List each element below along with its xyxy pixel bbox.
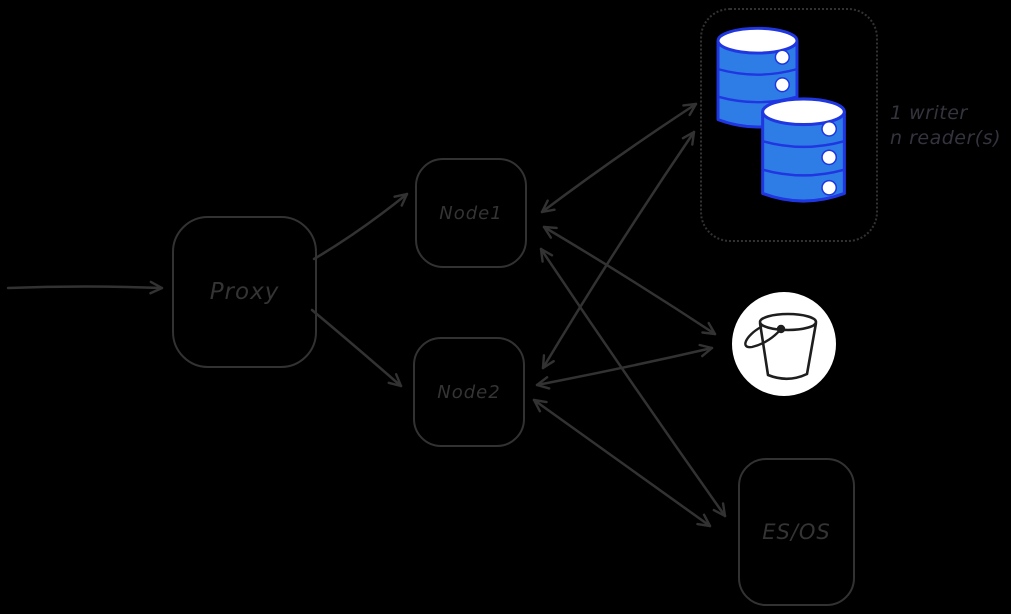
edge-inbound-proxy: [6, 280, 164, 295]
edge-node2-bucket: [535, 343, 714, 390]
edge-node2-esos: [532, 398, 712, 528]
database-icon-front: [756, 96, 851, 213]
node-esos-label: ES/OS: [762, 520, 831, 544]
node-node2-label: Node2: [437, 381, 501, 403]
db-cluster-container: [700, 8, 878, 242]
edge-node1-esos: [539, 247, 727, 518]
edge-proxy-node1: [312, 192, 409, 261]
db-cluster-annotation: 1 writer n reader(s): [890, 101, 1001, 151]
node-node1: Node1: [415, 158, 527, 268]
node-proxy: Proxy: [172, 216, 317, 368]
annotation-line-2: n reader(s): [890, 127, 1002, 149]
edge-proxy-node2: [310, 308, 403, 388]
edge-node1-bucket: [542, 225, 717, 336]
node-node1-label: Node1: [439, 202, 503, 224]
node-proxy-label: Proxy: [209, 279, 280, 305]
bucket-circle: [732, 292, 836, 396]
annotation-line-1: 1 writer: [890, 102, 968, 124]
edge-node1-db-cluster: [540, 102, 698, 214]
bucket-icon: [744, 312, 818, 381]
edge-node2-db-cluster: [541, 130, 696, 370]
node-esos: ES/OS: [738, 458, 855, 606]
node-node2: Node2: [413, 337, 525, 447]
